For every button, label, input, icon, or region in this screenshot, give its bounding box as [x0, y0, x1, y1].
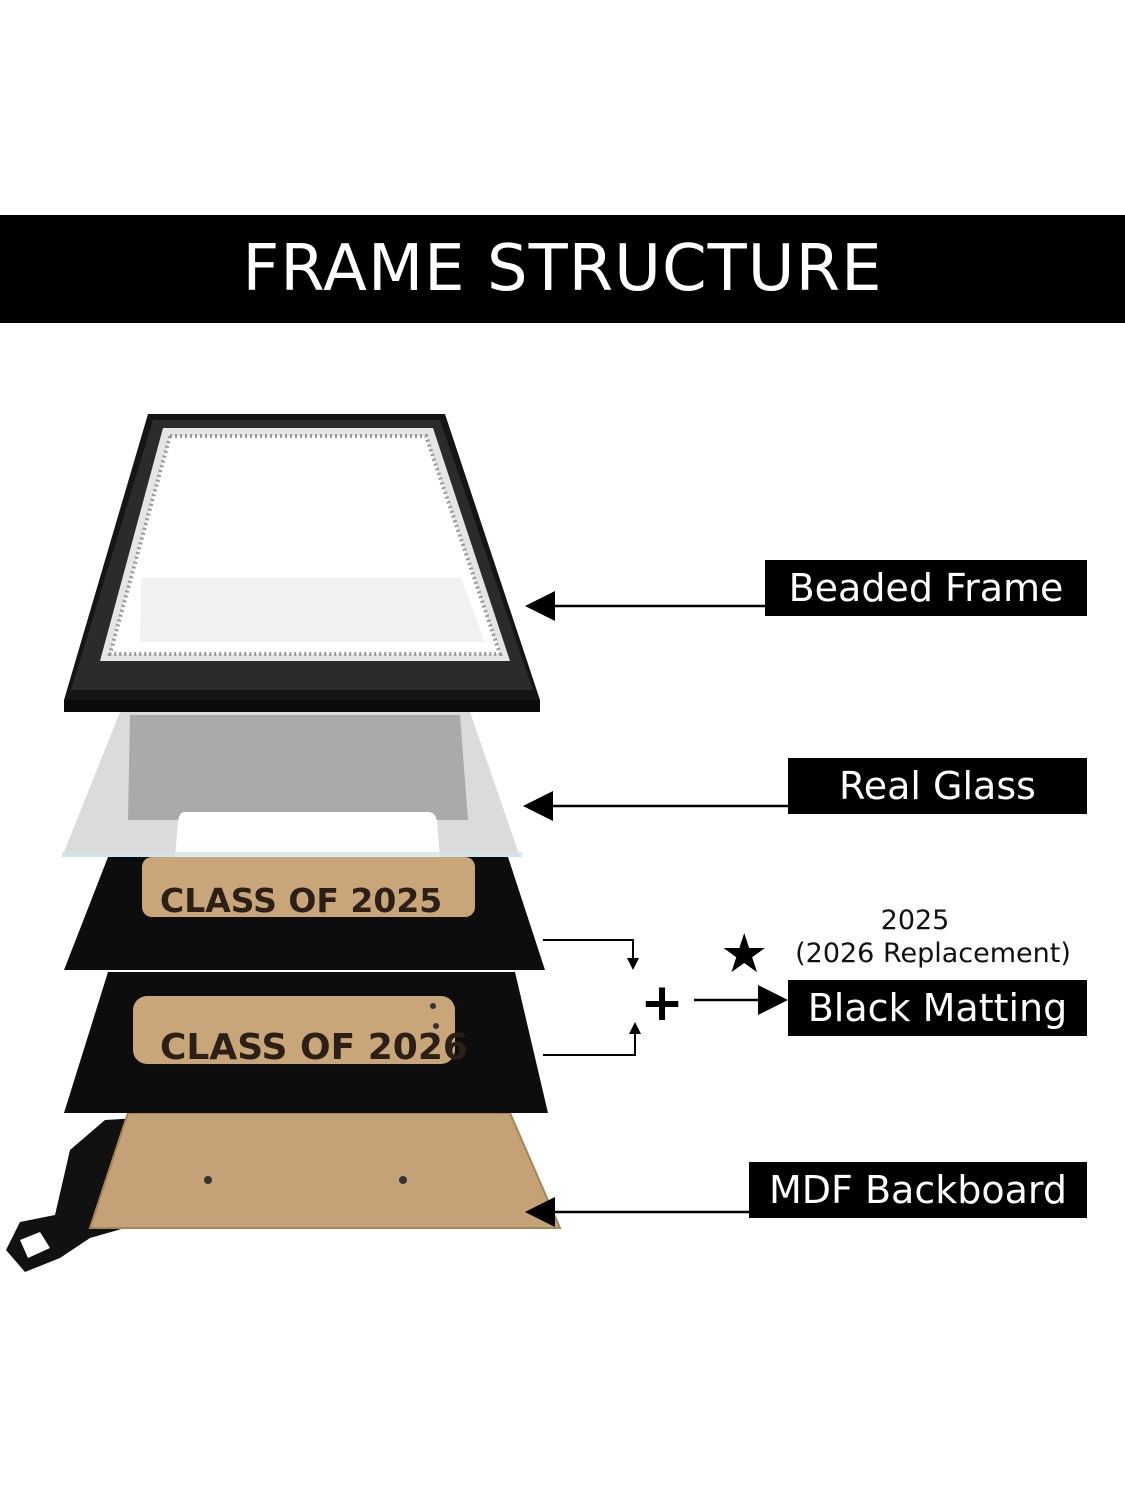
mdf-backboard-layer	[6, 1112, 562, 1272]
mdf-backboard-text: MDF Backboard	[769, 1168, 1067, 1212]
beaded-frame-label: Beaded Frame	[765, 560, 1087, 616]
mat-2026-text: CLASS OF 2026	[160, 1027, 468, 1068]
matting-2026-layer: CLASS OF 2026	[64, 972, 548, 1113]
page-title: FRAME STRUCTURE	[242, 232, 883, 306]
note-year: 2025	[880, 905, 950, 936]
glass-layer	[62, 712, 522, 857]
note-replacement: (2026 Replacement)	[795, 938, 1071, 969]
star-icon: ★	[720, 922, 769, 985]
beaded-frame-text: Beaded Frame	[788, 566, 1064, 610]
title-banner: FRAME STRUCTURE	[0, 215, 1125, 323]
mat-2025-connector	[543, 939, 634, 964]
matting-2025-layer: CLASS OF 2025	[64, 857, 545, 970]
plus-icon: +	[640, 973, 684, 1033]
beaded-frame-layer	[64, 414, 540, 712]
black-matting-text: Black Matting	[807, 986, 1068, 1030]
mat-2025-text: CLASS OF 2025	[160, 881, 442, 920]
real-glass-text: Real Glass	[839, 764, 1036, 808]
mat-2026-connector	[543, 1028, 636, 1056]
mdf-backboard-label: MDF Backboard	[749, 1162, 1087, 1218]
real-glass-label: Real Glass	[788, 758, 1087, 814]
black-matting-label: Black Matting	[788, 980, 1087, 1036]
